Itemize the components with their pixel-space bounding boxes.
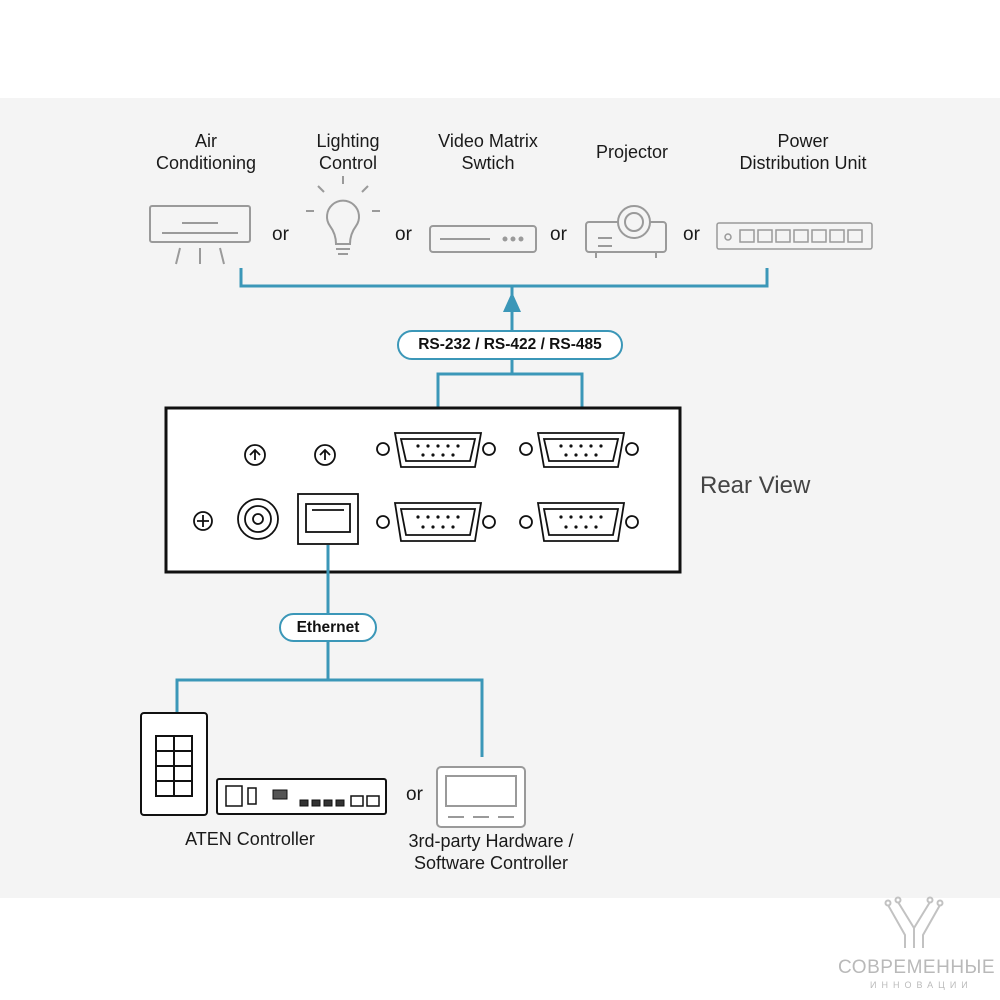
monitor-controller-icon bbox=[436, 766, 526, 828]
ethernet-lines bbox=[175, 545, 484, 757]
power-jack-icon bbox=[237, 498, 279, 540]
or-separator: or bbox=[406, 784, 423, 805]
upward-arrow-icon bbox=[503, 292, 521, 312]
or-separator: or bbox=[550, 224, 567, 245]
air-conditioner-icon bbox=[149, 205, 251, 265]
or-separator: or bbox=[272, 224, 289, 245]
db9-port-icon bbox=[519, 432, 639, 468]
reset-button-icon bbox=[244, 444, 266, 466]
or-separator: or bbox=[683, 224, 700, 245]
projector-icon bbox=[585, 205, 667, 258]
aten-controller-label: ATEN Controller bbox=[185, 829, 315, 849]
watermark-logo-icon bbox=[884, 896, 944, 948]
db9-port-icon bbox=[519, 502, 639, 542]
watermark-logo-text: СОВРЕМЕННЫЕ bbox=[838, 957, 996, 978]
serial-protocol-pill: RS-232 / RS-422 / RS-485 bbox=[397, 330, 623, 360]
rj45-port-icon bbox=[297, 493, 359, 545]
rear-view-label: Rear View bbox=[700, 472, 811, 499]
third-party-controller-label: 3rd-party Hardware /Software Controller bbox=[408, 831, 574, 873]
controller-box-icon bbox=[216, 778, 387, 815]
pdu-icon bbox=[716, 222, 873, 250]
watermark-logo-subtext: ИННОВАЦИИ bbox=[870, 980, 973, 990]
db9-port-icon bbox=[376, 502, 496, 542]
video-matrix-switch-icon bbox=[429, 225, 537, 253]
ethernet-pill: Ethernet bbox=[279, 613, 377, 642]
light-bulb-icon bbox=[306, 176, 380, 255]
device-label-projector: Projector bbox=[595, 142, 669, 162]
reset-button-icon bbox=[314, 444, 336, 466]
rear-panel bbox=[164, 406, 682, 574]
grounding-screw-icon bbox=[193, 511, 213, 531]
or-separator: or bbox=[395, 224, 412, 245]
db9-port-icon bbox=[376, 432, 496, 468]
keypad-icon bbox=[140, 712, 208, 816]
